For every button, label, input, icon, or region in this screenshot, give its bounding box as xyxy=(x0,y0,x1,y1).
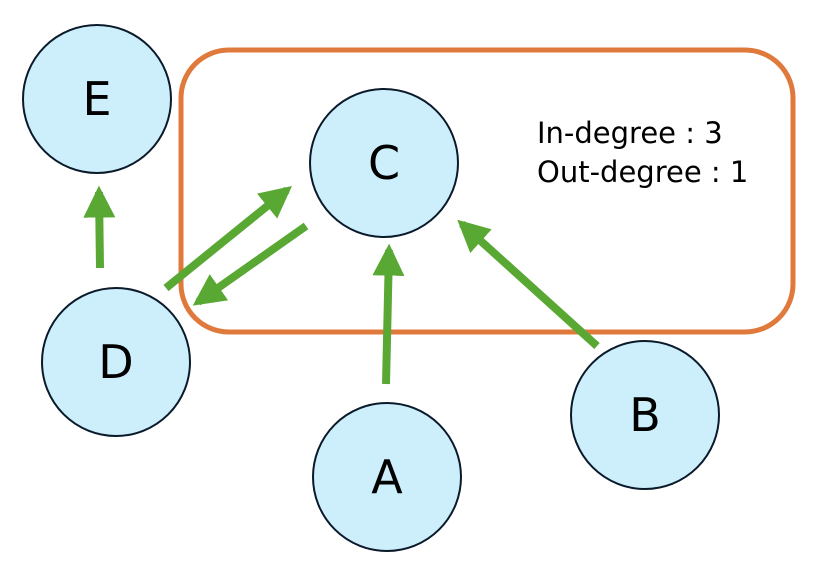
node-a-circle xyxy=(312,402,462,552)
node-c-label: C xyxy=(368,136,400,190)
node-e-label: E xyxy=(82,72,111,126)
edge-a-to-c xyxy=(372,243,405,385)
out-degree-label: Out-degree : 1 xyxy=(537,155,748,189)
highlight-box xyxy=(178,47,796,335)
node-b-label: B xyxy=(629,388,661,442)
node-a: A xyxy=(312,402,462,552)
edge-d-to-c xyxy=(163,185,292,292)
node-d-label: D xyxy=(98,335,133,389)
in-degree-label: In-degree : 3 xyxy=(537,116,723,150)
node-e-circle xyxy=(22,24,172,174)
node-b: B xyxy=(570,340,720,490)
node-c: C xyxy=(309,88,459,238)
node-b-circle xyxy=(570,340,720,490)
node-c-circle xyxy=(309,88,459,238)
node-e: E xyxy=(22,24,172,174)
node-a-label: A xyxy=(371,450,403,504)
node-d: D xyxy=(41,287,191,437)
edge-d-to-e xyxy=(83,185,116,269)
edge-c-to-d xyxy=(192,222,309,306)
node-d-circle xyxy=(41,287,191,437)
edge-b-to-c xyxy=(457,219,600,349)
edges-layer xyxy=(83,185,600,385)
